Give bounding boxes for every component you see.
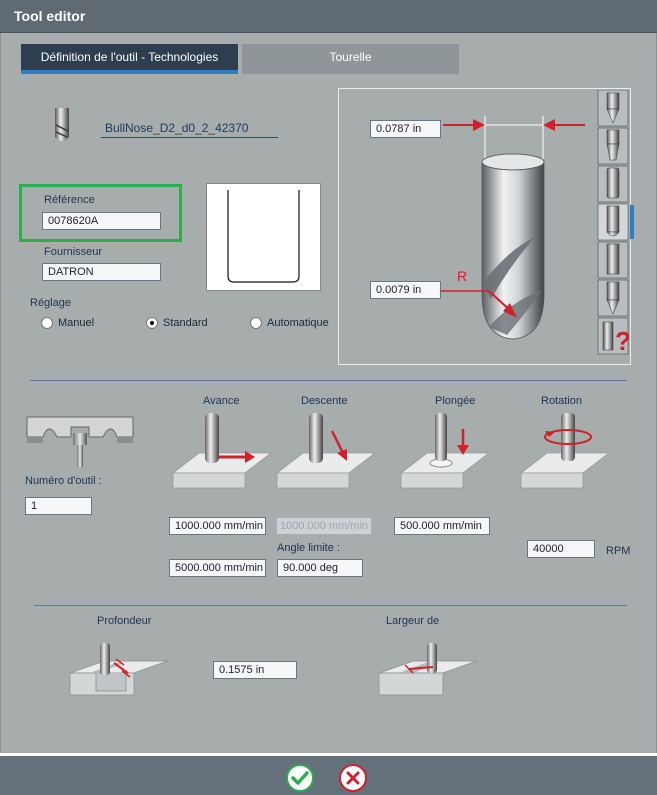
- radio-standard-label[interactable]: Standard: [163, 317, 208, 329]
- tool-drawing: [439, 116, 585, 340]
- svg-text:?: ?: [615, 326, 629, 356]
- descente-field: 1000.000 mm/min: [276, 517, 372, 535]
- reference-field[interactable]: 0078620A: [42, 212, 161, 230]
- depth-label: Profondeur: [97, 615, 152, 627]
- tool-number-label: Numéro d'outil :: [25, 475, 102, 487]
- cancel-button[interactable]: [339, 764, 367, 792]
- supplier-field[interactable]: DATRON: [42, 263, 161, 281]
- editor-panel: Définition de l'outil - Technologies Tou…: [0, 33, 657, 753]
- radio-manuel[interactable]: [41, 317, 53, 329]
- title-bar: Tool editor: [0, 0, 657, 33]
- ok-icon: [291, 771, 309, 785]
- width-label: Largeur de: [386, 615, 440, 627]
- window-title: Tool editor: [14, 8, 86, 24]
- end-mill-icon: [55, 108, 69, 141]
- tool-profile-preview: [206, 183, 321, 291]
- avance-label: Avance: [203, 395, 240, 407]
- separator-2: [34, 605, 627, 606]
- profile-shape: [227, 190, 300, 283]
- angle-label: Angle limite :: [277, 542, 340, 554]
- separator-1: [30, 380, 627, 381]
- radio-standard[interactable]: [146, 317, 158, 329]
- avance-field[interactable]: 1000.000 mm/min: [169, 517, 266, 535]
- reference-highlight: [19, 184, 182, 242]
- tool-holder-icon: [26, 416, 134, 467]
- tool-type-list: ?: [597, 89, 631, 362]
- tool-type-selection-bar: [630, 205, 634, 239]
- radio-manuel-label[interactable]: Manuel: [58, 317, 95, 329]
- tab-tourelle[interactable]: Tourelle: [242, 44, 459, 74]
- reference-label: Référence: [44, 194, 95, 206]
- button-bar: [0, 753, 657, 795]
- tool-name-underline: [101, 137, 278, 138]
- plongee-field[interactable]: 500.000 mm/min: [394, 517, 490, 535]
- tab-definition[interactable]: Définition de l'outil - Technologies: [21, 44, 238, 74]
- width-illustration: [378, 643, 477, 696]
- rotation-unit: RPM: [606, 545, 631, 557]
- depth-field[interactable]: 0.1575 in: [213, 661, 297, 679]
- tool-drawing-panel: R: [338, 88, 631, 365]
- radio-automatique[interactable]: [250, 317, 262, 329]
- rotation-field[interactable]: 40000: [527, 540, 595, 558]
- setting-label: Réglage: [30, 297, 71, 309]
- tool-type-icons: ?: [597, 89, 631, 356]
- rotation-label: Rotation: [541, 395, 582, 407]
- descente-label: Descente: [301, 395, 348, 407]
- avance2-field[interactable]: 5000.000 mm/min: [169, 559, 266, 577]
- tool-number-field[interactable]: 1: [25, 497, 92, 515]
- supplier-label: Fournisseur: [44, 246, 103, 258]
- feed-illustrations: [171, 413, 609, 489]
- diameter-field[interactable]: 0.0787 in: [370, 120, 441, 138]
- depth-illustration: [69, 643, 168, 696]
- tool-name[interactable]: BullNose_D2_d0_2_42370: [105, 121, 249, 135]
- plongee-label: Plongée: [435, 395, 476, 407]
- radio-automatique-label[interactable]: Automatique: [267, 317, 329, 329]
- angle-field[interactable]: 90.000 deg: [277, 559, 363, 577]
- radius-marker: R: [457, 268, 468, 284]
- ok-button[interactable]: [286, 764, 314, 792]
- cancel-icon: [346, 771, 360, 785]
- radius-field[interactable]: 0.0079 in: [370, 281, 441, 299]
